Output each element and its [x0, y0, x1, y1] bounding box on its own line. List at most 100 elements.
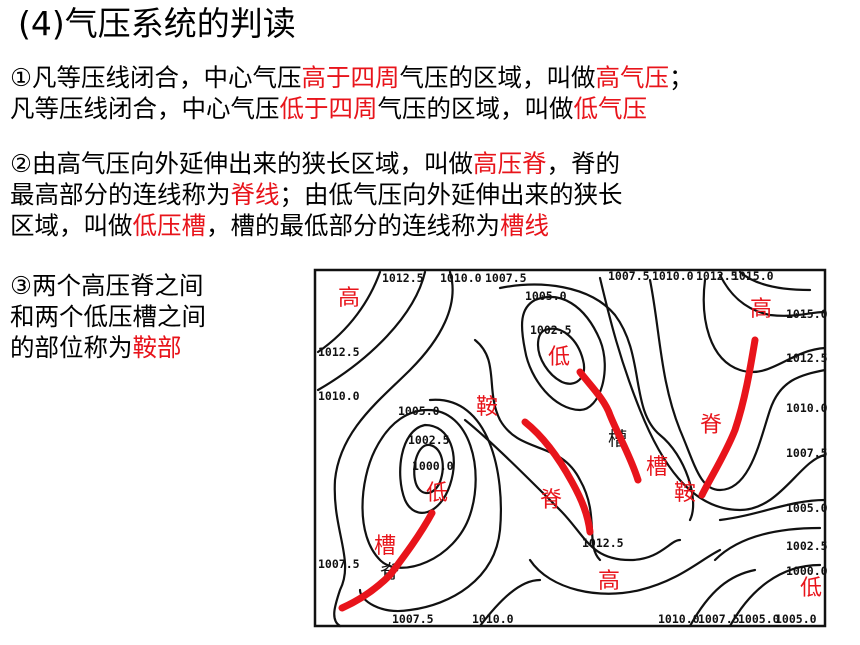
text-line: 的部位称为鞍部 — [10, 332, 206, 363]
isobar-label: 1002.5 — [530, 323, 572, 337]
isobar — [316, 270, 427, 392]
isobar-label: 1000.0 — [786, 564, 828, 578]
term-ridge: 高压脊 — [472, 149, 547, 178]
annotation-lines — [338, 336, 759, 612]
isobar — [361, 408, 477, 569]
isobar-label: 1007.5 — [318, 557, 360, 571]
isobar-label: 1005.0 — [398, 404, 440, 418]
paragraph-high-low-pressure: ①凡等压线闭合，中心气压高于四周气压的区域，叫做高气压； 凡等压线闭合，中心气压… — [10, 62, 693, 124]
label-high: 高 — [750, 297, 772, 322]
isobar-label: 1015.0 — [732, 269, 774, 283]
label-saddle: 鞍 — [674, 481, 696, 506]
isobar — [316, 270, 382, 354]
label-low: 低 — [548, 345, 570, 370]
isobar — [498, 283, 695, 522]
paragraph-ridge-trough: ②由高气压向外延伸出来的狭长区域，叫做高压脊，脊的 最高部分的连线称为脊线；由低… — [10, 148, 623, 241]
text-line: ②由高气压向外延伸出来的狭长区域，叫做高压脊，脊的 — [10, 148, 623, 179]
isobar-label: 1010.0 — [318, 389, 360, 403]
isobar-label: 1005.0 — [786, 501, 828, 515]
isobar-label: 1012.5 — [582, 536, 624, 550]
isobar-label: 1015.0 — [786, 307, 828, 321]
isobar — [536, 327, 586, 385]
isobar — [598, 276, 827, 512]
isobar-label: 1000.0 — [412, 459, 454, 473]
text: 的部位称为 — [10, 333, 133, 362]
label-ridge: 脊 — [540, 488, 562, 513]
highlight: 低于四周 — [279, 94, 378, 123]
isobar-label: 1012.5 — [318, 345, 360, 359]
isobar-label: 1005.0 — [738, 612, 780, 626]
isobars — [316, 270, 827, 628]
isobar-label: 1010.0 — [786, 401, 828, 415]
term-trough-line: 槽线 — [500, 211, 549, 240]
text-line: ①凡等压线闭合，中心气压高于四周气压的区域，叫做高气压； — [10, 62, 693, 93]
isobar-label: 1010.0 — [472, 612, 514, 626]
text: 气压的区域，叫做 — [377, 94, 574, 123]
isobar-map: 1012.5 1010.0 1007.5 1007.5 1010.0 1012.… — [313, 268, 828, 628]
ridge-line-left — [521, 418, 594, 536]
highlight: 高于四周 — [301, 63, 400, 92]
paragraph-saddle: ③两个高压脊之间 和两个低压槽之间 的部位称为鞍部 — [10, 270, 206, 363]
annotation-labels: 高 高 高 低 低 低 鞍 鞍 脊 脊 槽 槽 — [338, 286, 822, 601]
isobar — [688, 568, 757, 628]
label-high: 高 — [338, 286, 360, 311]
isobar-label: 1005.0 — [525, 289, 567, 303]
isobar-label: 1010.0 — [658, 612, 700, 626]
isobar — [478, 578, 542, 628]
term-trough: 低压槽 — [132, 211, 207, 240]
isobar — [718, 273, 827, 317]
isobar-labels: 1012.5 1010.0 1007.5 1007.5 1010.0 1012.… — [318, 269, 828, 626]
isobar-label: 1012.5 — [382, 271, 424, 285]
text: 区域，叫做 — [10, 211, 133, 240]
label-low: 低 — [800, 576, 822, 601]
isobar — [713, 526, 822, 562]
isobar-label: 1002.5 — [786, 539, 828, 553]
section-title: (4)气压系统的判读 — [18, 4, 296, 43]
label-trough: 槽 — [646, 455, 668, 480]
label-low: 低 — [426, 481, 448, 506]
isobar — [399, 423, 455, 514]
trough-line-left — [338, 509, 436, 612]
text-line: 最高部分的连线称为脊线；由低气压向外延伸出来的狭长 — [10, 179, 623, 210]
isobar — [702, 278, 827, 373]
text: 最高部分的连线称为 — [10, 180, 231, 209]
isobar — [728, 563, 822, 628]
text-line: 区域，叫做低压槽，槽的最低部分的连线称为槽线 — [10, 210, 623, 241]
isobar — [358, 398, 502, 613]
text: 凡等压线闭合，中心气压 — [10, 94, 280, 123]
label-saddle: 鞍 — [476, 395, 498, 420]
text-line: ③两个高压脊之间 — [10, 271, 204, 300]
isobar — [520, 295, 606, 412]
text: ，脊的 — [546, 149, 620, 178]
label-trough: 槽 — [374, 534, 396, 559]
isobar-label: 1007.5 — [786, 446, 828, 460]
isobar — [648, 278, 827, 492]
label-high: 高 — [598, 569, 620, 594]
text: 气压的区域，叫做 — [399, 63, 596, 92]
ridge-line-right — [698, 336, 759, 499]
isobar-label: 1007.5 — [485, 271, 527, 285]
isobar — [413, 443, 444, 495]
term-saddle: 鞍部 — [132, 333, 182, 362]
label-ridge: 脊 — [700, 413, 722, 438]
isobar — [463, 418, 682, 562]
term-ridge-line: 脊线 — [230, 180, 280, 209]
isobar-label: 1007.5 — [608, 269, 650, 283]
text: ②由高气压向外延伸出来的狭长区域，叫做 — [10, 149, 473, 178]
isobar — [528, 548, 722, 595]
isobar-label: 1007.5 — [698, 612, 740, 626]
isobar-label: 1010.0 — [652, 269, 694, 283]
isobar-label: 1007.5 — [392, 612, 434, 626]
text: ； — [668, 63, 694, 92]
isobar-label: 1002.5 — [408, 433, 450, 447]
isobar-label: 1010.0 — [440, 271, 482, 285]
term-high-pressure: 高气压 — [595, 63, 669, 92]
text-line: 和两个低压槽之间 — [10, 302, 206, 331]
text: ，槽的最低部分的连线称为 — [206, 211, 500, 240]
isobar — [718, 498, 827, 522]
trough-line-center — [576, 368, 642, 484]
isobar-label: 1012.5 — [786, 351, 828, 365]
isobar-label: 1012.5 — [696, 269, 738, 283]
text-line: 凡等压线闭合，中心气压低于四周气压的区域，叫做低气压 — [10, 93, 693, 124]
isobar — [738, 270, 812, 292]
